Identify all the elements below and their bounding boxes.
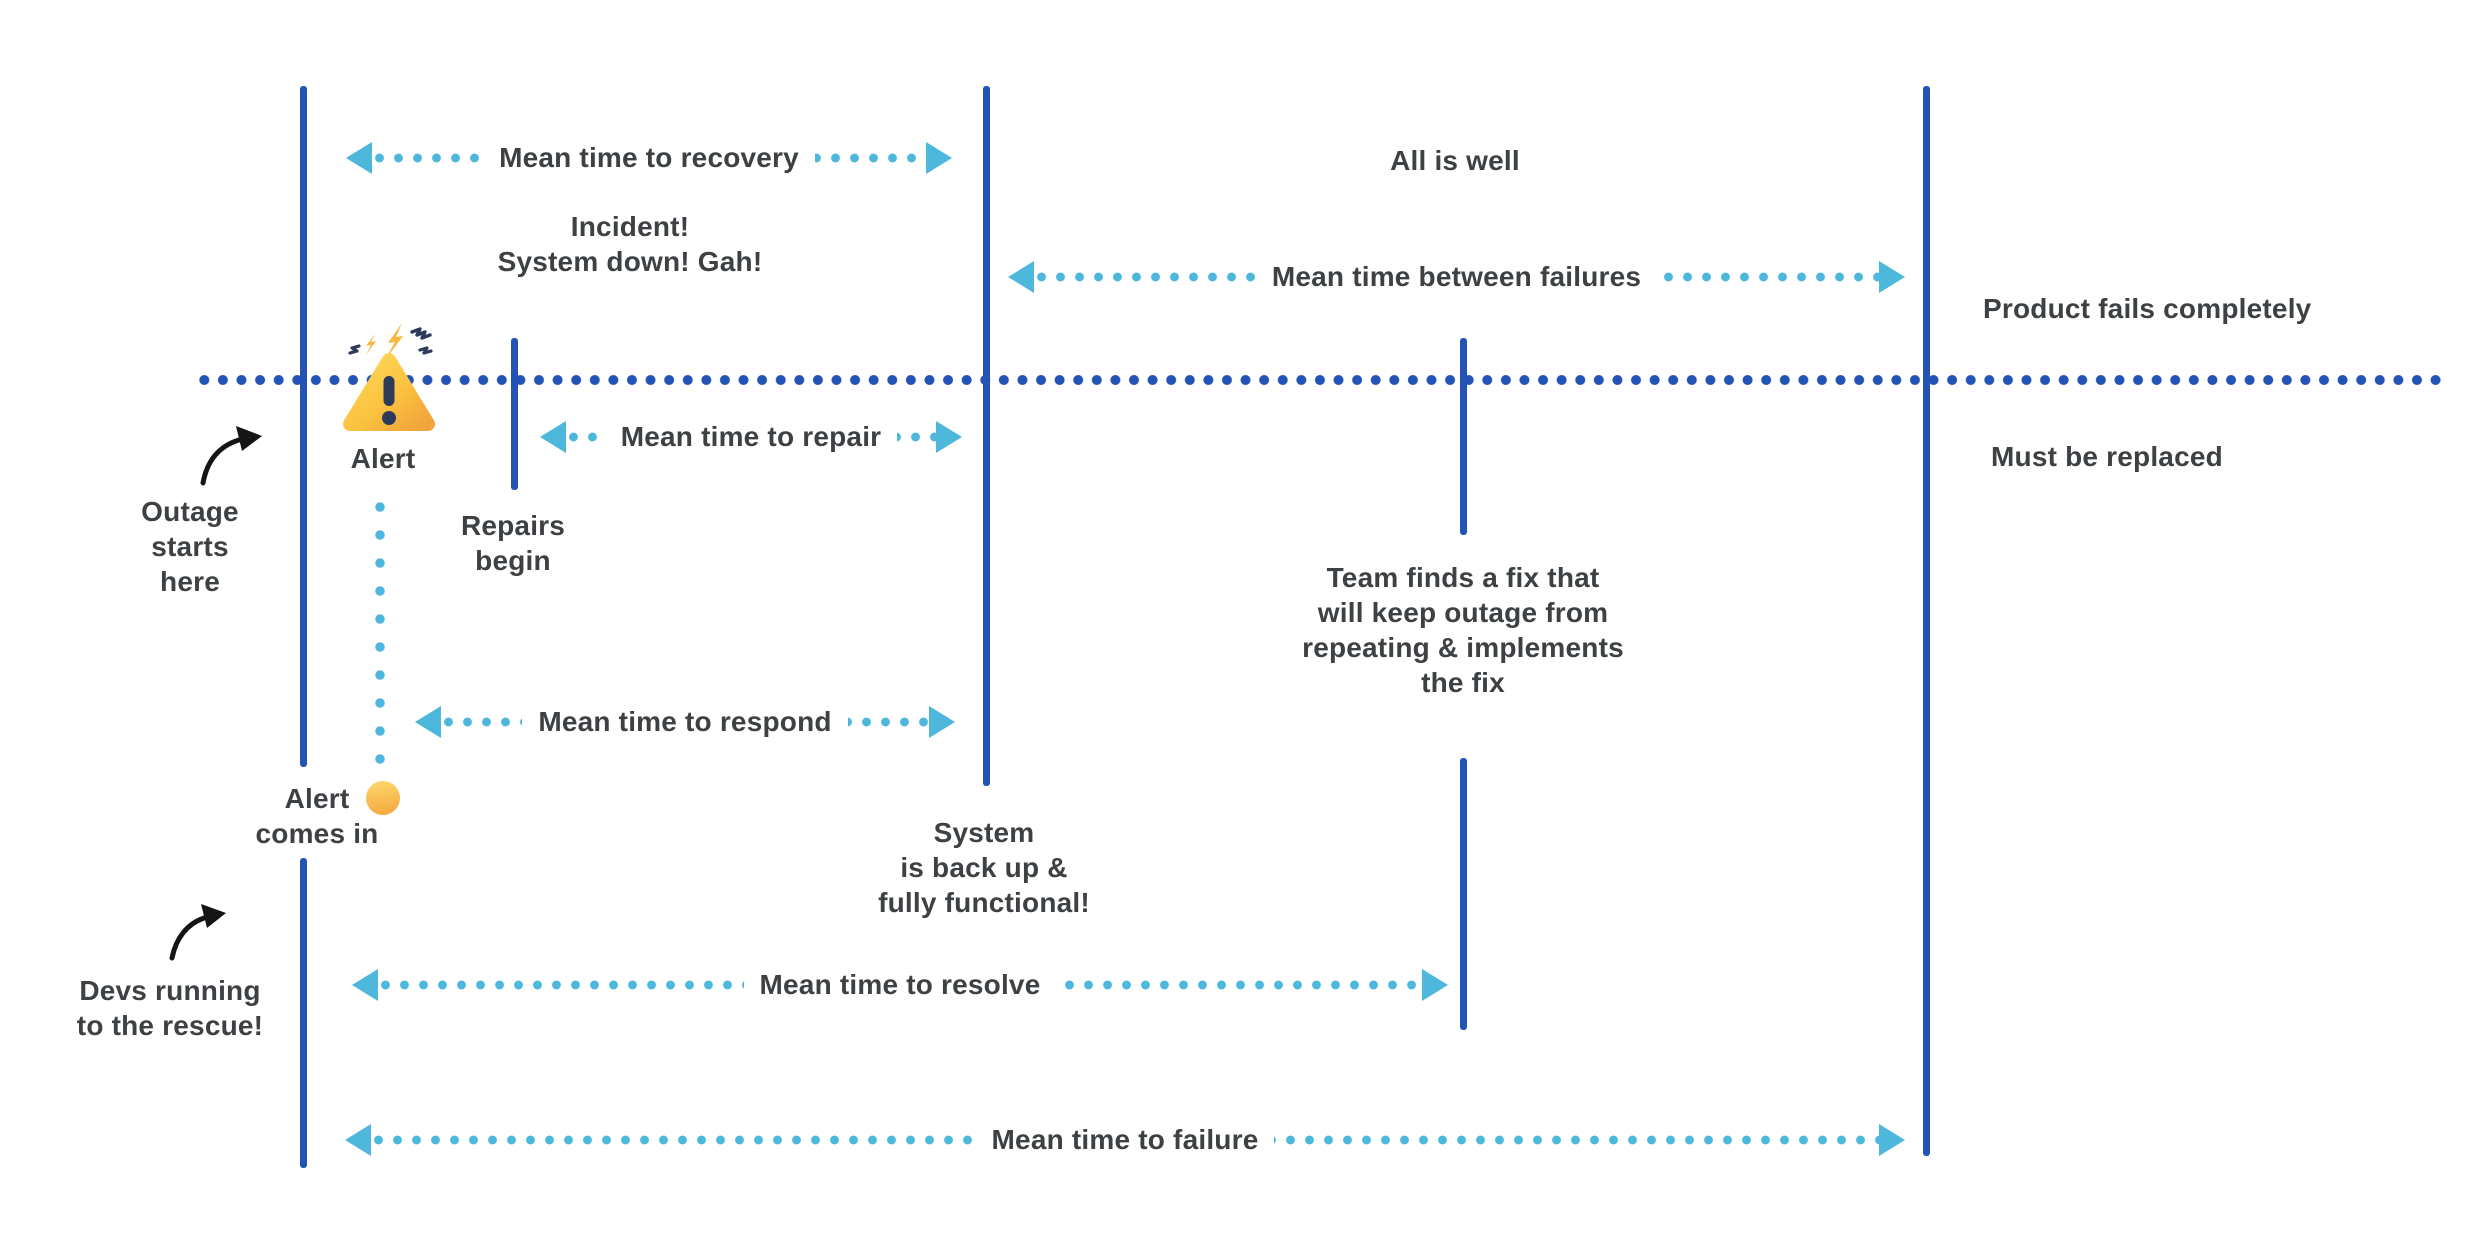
incident-label: Incident! System down! Gah! [480, 209, 780, 279]
timeline-dotted-line [195, 375, 2442, 385]
outage-line2: starts [151, 531, 229, 562]
arrowhead-right-icon [929, 706, 955, 738]
team-fix-line-lower [1460, 758, 1467, 1030]
arrowhead-right-icon [926, 142, 952, 174]
metric-mean-time-to-repair: Mean time to repair [540, 421, 962, 453]
team-fix-line-upper [1460, 338, 1467, 535]
metric-label: Mean time to repair [604, 421, 898, 453]
incident-line2: System down! Gah! [497, 246, 763, 277]
metric-label: Mean time to failure [975, 1124, 1275, 1156]
alert-comes-in-line1: Alert [284, 783, 350, 814]
metric-label: Mean time to respond [522, 706, 848, 738]
curved-arrow-icon [200, 426, 262, 486]
outage-start-line-lower [300, 858, 307, 1168]
alert-comes-in-line2: comes in [255, 818, 379, 849]
squiggle-icon [418, 346, 433, 355]
system-back-line3: fully functional! [878, 887, 1090, 918]
exclamation-dot [382, 411, 396, 425]
metric-mean-time-to-failure: Mean time to failure [345, 1124, 1905, 1156]
repairs-begin-label: Repairs begin [433, 508, 593, 578]
curved-arrow-icon [169, 904, 226, 961]
arrowhead-right-icon [1879, 261, 1905, 293]
arrowhead-left-icon [352, 969, 378, 1001]
arrowhead-right-icon [1422, 969, 1448, 1001]
metric-mean-time-to-recovery: Mean time to recovery [346, 142, 952, 174]
team-fix-line2: will keep outage from [1317, 597, 1609, 628]
product-fails-label: Product fails completely [1983, 293, 2312, 324]
arrowhead-left-icon [346, 142, 372, 174]
system-back-line1: System [933, 817, 1035, 848]
alert-dot-icon [366, 781, 400, 815]
repairs-begin-line [511, 338, 518, 490]
arrowhead-left-icon [1008, 261, 1034, 293]
alert-drop-dotted-line [375, 493, 385, 777]
product-fails-line [1923, 86, 1930, 1156]
system-back-up-label: System is back up & fully functional! [864, 815, 1104, 920]
must-be-replaced-label: Must be replaced [1991, 441, 2223, 472]
metric-mean-time-to-resolve: Mean time to resolve [352, 969, 1448, 1001]
arrowhead-left-icon [540, 421, 566, 453]
metric-label: Mean time between failures [1255, 261, 1658, 293]
repairs-line2: begin [475, 545, 551, 576]
system-back-line2: is back up & [900, 852, 1068, 883]
alert-comes-in-label: Alert comes in [237, 781, 397, 851]
devs-line1: Devs running [79, 975, 261, 1006]
warning-triangle-icon [343, 323, 435, 431]
repairs-line1: Repairs [460, 510, 566, 541]
outage-start-line-upper [300, 86, 307, 767]
lightning-bolt-icon [385, 323, 403, 360]
team-fix-line4: the fix [1421, 667, 1505, 698]
outage-line1: Outage [141, 496, 239, 527]
arrowhead-left-icon [345, 1124, 371, 1156]
team-fix-label: Team finds a fix that will keep outage f… [1283, 560, 1643, 700]
devs-running-label: Devs running to the rescue! [20, 973, 320, 1043]
arrowhead-left-icon [415, 706, 441, 738]
metric-label: Mean time to resolve [743, 969, 1057, 1001]
outage-starts-here-label: Outage starts here [110, 494, 270, 599]
alert-label: Alert [350, 443, 416, 474]
arrowhead-right-icon [1879, 1124, 1905, 1156]
team-fix-line3: repeating & implements [1302, 632, 1624, 663]
devs-line2: to the rescue! [76, 1010, 264, 1041]
metric-label: Mean time to recovery [483, 142, 815, 174]
exclamation-bar [383, 376, 395, 406]
system-back-up-line [983, 86, 990, 786]
squiggle-icon [348, 344, 361, 355]
metric-mean-time-to-respond: Mean time to respond [415, 706, 955, 738]
arrowhead-right-icon [936, 421, 962, 453]
all-is-well-label: All is well [1390, 145, 1520, 176]
squiggle-icon [410, 327, 432, 340]
lightning-bolt-small-icon [366, 334, 376, 355]
team-fix-line1: Team finds a fix that [1326, 562, 1600, 593]
incident-line1: Incident! [570, 211, 690, 242]
outage-line3: here [160, 566, 220, 597]
metric-mean-time-between-failures: Mean time between failures [1008, 261, 1905, 293]
